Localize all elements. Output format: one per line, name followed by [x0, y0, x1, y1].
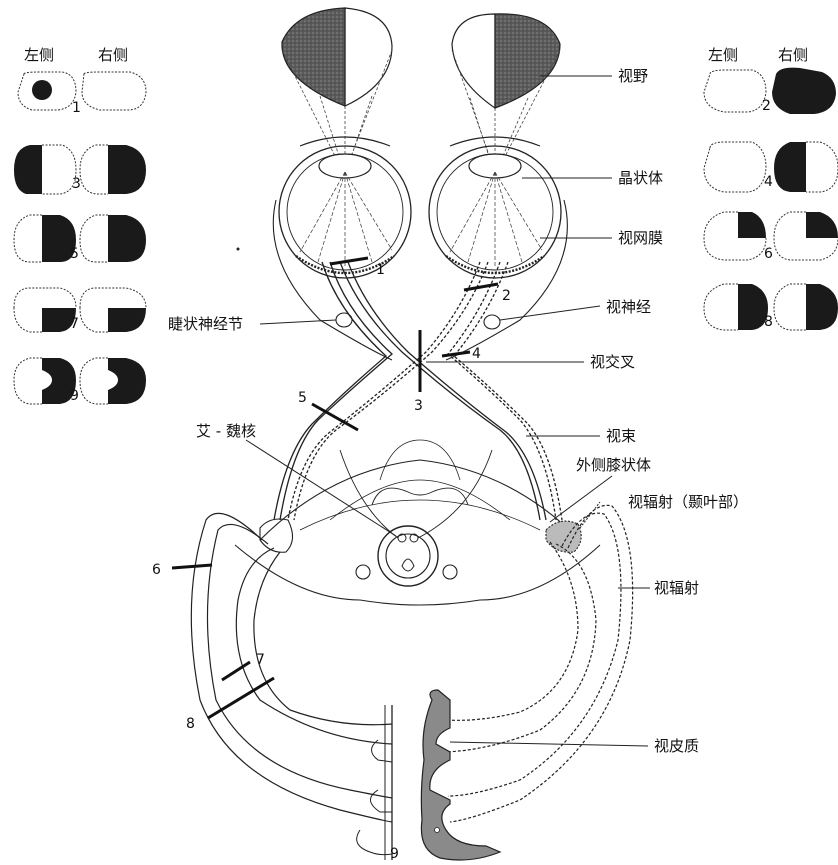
lateral-geniculate-bodies: [260, 519, 581, 552]
field-defect-6: 6: [704, 212, 838, 262]
structure-labels: 视野 晶状体 视网膜 视神经 睫状神经节 视交叉 视束 艾 - 魏核 外侧膝状体…: [168, 67, 748, 755]
label-lens: 晶状体: [618, 169, 663, 187]
label-retina: 视网膜: [618, 229, 663, 247]
lesion-line-8: [208, 678, 274, 718]
left-eye: [279, 137, 411, 278]
field-defect-8: 8: [704, 284, 838, 330]
field-defect-1: 1: [18, 72, 146, 116]
right-panel-left-header: 左侧: [708, 46, 738, 64]
field-defect-2: 2: [704, 68, 836, 114]
leader-lines: [246, 76, 650, 746]
lesion-number: 8: [186, 716, 195, 732]
lesion-number: 1: [376, 262, 385, 278]
lesion-line-7: [222, 662, 250, 680]
lesion-line-6: [172, 565, 212, 568]
left-panel-left-header: 左侧: [24, 46, 54, 64]
field-defect-label: 5: [70, 246, 79, 262]
field-defect-label: 1: [72, 100, 81, 116]
label-radiation: 视辐射: [654, 579, 699, 597]
field-defect-label: 7: [70, 316, 79, 332]
visual-cortex: [357, 690, 500, 860]
field-defect-5: 5: [14, 215, 146, 262]
lesion-number: 3: [414, 398, 423, 414]
left-panel-right-header: 右侧: [98, 46, 128, 64]
field-defect-3: 3: [14, 145, 146, 194]
field-defect-label: 3: [72, 176, 81, 192]
lesion-number: 5: [298, 390, 307, 406]
field-defect-4: 4: [704, 142, 838, 192]
lesion-number: 4: [472, 346, 481, 362]
field-defect-label: 8: [764, 314, 773, 330]
label-visual-field: 视野: [618, 67, 648, 85]
lesion-number: 2: [502, 288, 511, 304]
left-defect-panel: 左侧 右侧 1 3 5: [14, 46, 146, 404]
label-ciliary-ganglion: 睫状神经节: [168, 315, 243, 333]
visual-fields: [282, 8, 560, 108]
label-optic-nerve: 视神经: [606, 298, 651, 316]
label-optic-tract: 视束: [606, 427, 636, 445]
right-panel-right-header: 右侧: [778, 46, 808, 64]
lesion-number: 7: [256, 652, 265, 668]
lesion-number: 9: [390, 846, 399, 862]
lesion-line-4: [442, 352, 470, 356]
label-visual-cortex: 视皮质: [654, 737, 699, 755]
field-defect-label: 9: [70, 388, 79, 404]
field-defect-label: 4: [764, 174, 773, 190]
lesion-number: 6: [152, 562, 161, 578]
label-radiation-temporal: 视辐射（颞叶部）: [628, 493, 748, 511]
field-defect-9: 9: [14, 358, 146, 404]
field-defect-label: 6: [764, 246, 773, 262]
speck: [237, 248, 240, 251]
field-defect-label: 2: [762, 98, 771, 114]
label-lgn: 外侧膝状体: [576, 456, 651, 474]
label-optic-chiasm: 视交叉: [590, 353, 635, 371]
lesion-number-labels: 1 2 3 4 5 6 7 8 9: [152, 262, 511, 862]
label-ew-nucleus: 艾 - 魏核: [196, 422, 256, 440]
right-eye: [429, 137, 561, 278]
field-defect-7: 7: [14, 288, 146, 332]
right-defect-panel: 左侧 右侧 2 4 6 8: [704, 46, 838, 330]
